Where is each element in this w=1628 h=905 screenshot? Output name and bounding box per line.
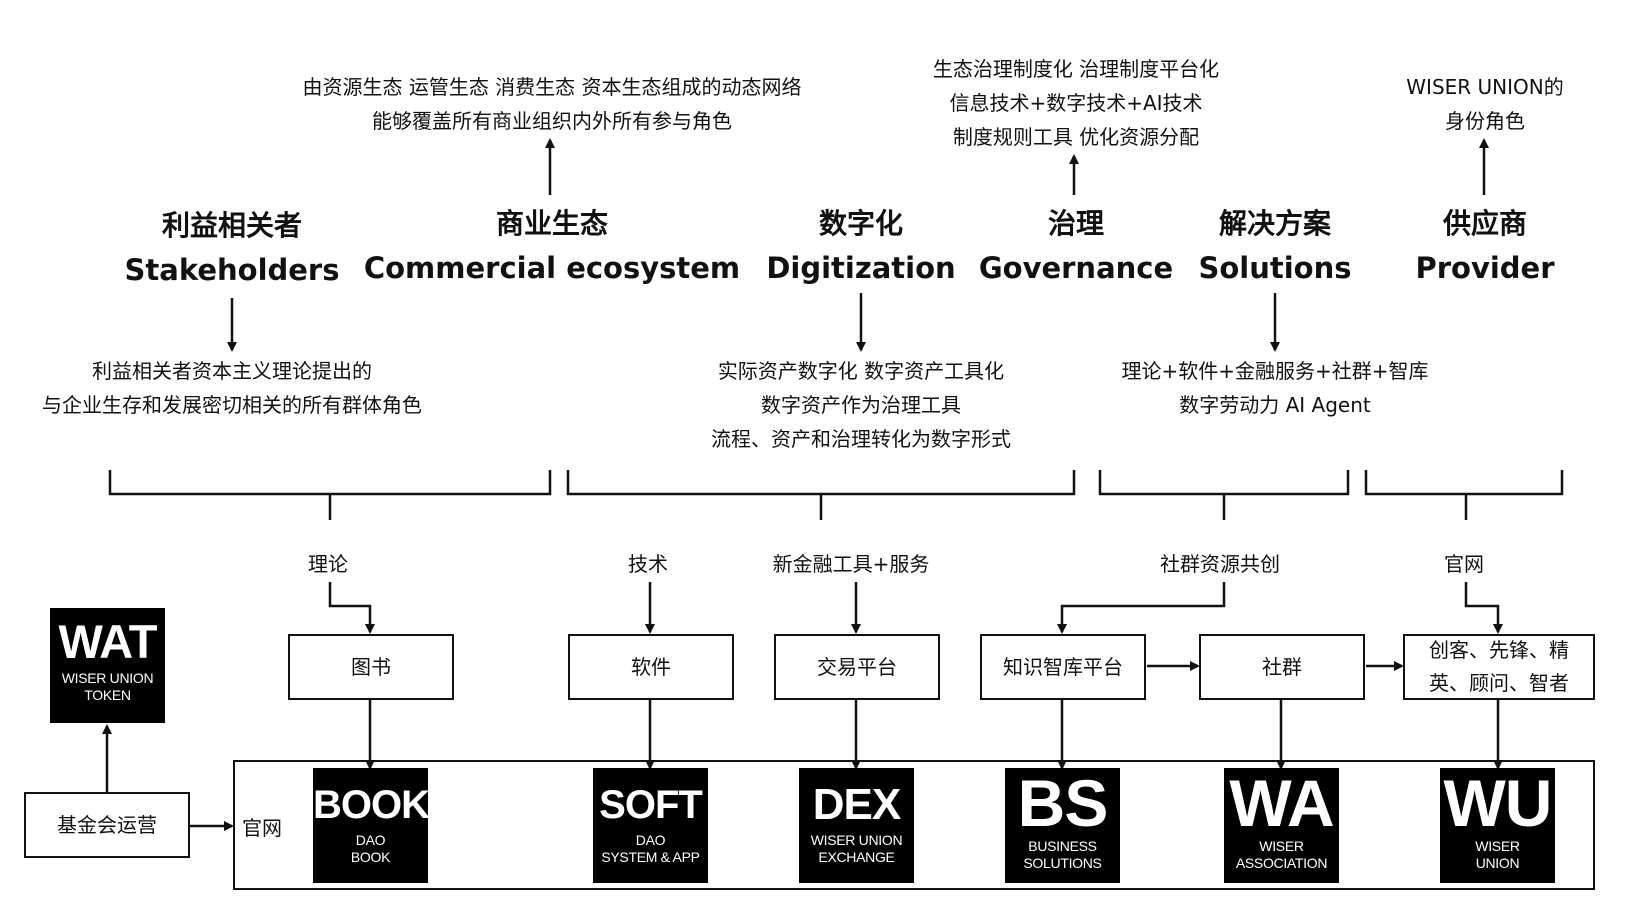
brace-stakeholders-commercial [108, 470, 552, 520]
wat-token-tile: WAT WISER UNION TOKEN [50, 608, 165, 723]
header-digitization-cn: 数字化 [818, 207, 904, 240]
label-community-share: 社群资源共创 [1160, 552, 1280, 576]
header-stakeholders-cn: 利益相关者 [161, 209, 303, 242]
community-box: 社群 [1199, 634, 1365, 700]
header-solutions-en: Solutions [1198, 251, 1352, 285]
wu-tile: WU WISER UNION [1440, 768, 1555, 883]
desc-stakeholders: 利益相关者资本主义理论提出的 与企业生存和发展密切相关的所有群体角色 [42, 359, 422, 417]
roles-box: 创客、先锋、精 英、顾问、智者 [1403, 634, 1595, 700]
foundation-operation-box: 基金会运营 [24, 792, 190, 858]
brace-digitization-governance [566, 470, 1076, 520]
arrow-community-to-thinktank [1057, 582, 1226, 634]
header-solutions-cn: 解决方案 [1218, 207, 1332, 240]
label-theory: 理论 [308, 552, 348, 576]
label-website: 官网 [1444, 552, 1484, 576]
brace-solutions [1098, 470, 1350, 520]
header-stakeholders-en: Stakeholders [124, 253, 340, 287]
header-provider-cn: 供应商 [1442, 207, 1528, 240]
desc-governance: 生态治理制度化 治理制度平台化 信息技术+数字技术+AI技术 制度规则工具 优化… [932, 57, 1220, 149]
label-finance: 新金融工具+服务 [772, 552, 930, 576]
label-tech: 技术 [628, 552, 668, 576]
header-governance-en: Governance [978, 251, 1174, 285]
header-commercial-en: Commercial ecosystem [363, 251, 741, 285]
header-commercial-cn: 商业生态 [495, 207, 609, 240]
desc-digitization: 实际资产数字化 数字资产工具化 数字资产作为治理工具 流程、资产和治理转化为数字… [711, 359, 1011, 451]
software-box: 软件 [568, 634, 734, 700]
brace-provider [1364, 470, 1564, 520]
dex-tile: DEX WISER UNION EXCHANGE [799, 768, 914, 883]
wa-tile: WA WISER ASSOCIATION [1224, 768, 1339, 883]
arrow-theory-to-books [328, 582, 375, 634]
desc-solutions: 理论+软件+金融服务+社群+智库 数字劳动力 AI Agent [1121, 359, 1429, 417]
arrow-website-to-roles [1464, 582, 1503, 634]
desc-commercial: 由资源生态 运管生态 消费生态 资本生态组成的动态网络 能够覆盖所有商业组织内外… [302, 75, 802, 133]
book-tile: BOOK DAO BOOK [313, 768, 430, 883]
think-tank-platform-box: 知识智库平台 [980, 634, 1146, 700]
label-website-frame: 官网 [242, 816, 282, 840]
bs-tile: BS BUSINESS SOLUTIONS [1005, 768, 1120, 883]
header-provider-en: Provider [1415, 251, 1555, 285]
trading-platform-box: 交易平台 [774, 634, 940, 700]
header-governance-cn: 治理 [1047, 207, 1105, 240]
soft-tile: SOFT DAO SYSTEM & APP [593, 768, 708, 883]
header-digitization-en: Digitization [766, 251, 956, 285]
desc-provider: WISER UNION的 身份角色 [1406, 75, 1564, 133]
platform-frame [233, 760, 1595, 890]
books-box: 图书 [288, 634, 454, 700]
